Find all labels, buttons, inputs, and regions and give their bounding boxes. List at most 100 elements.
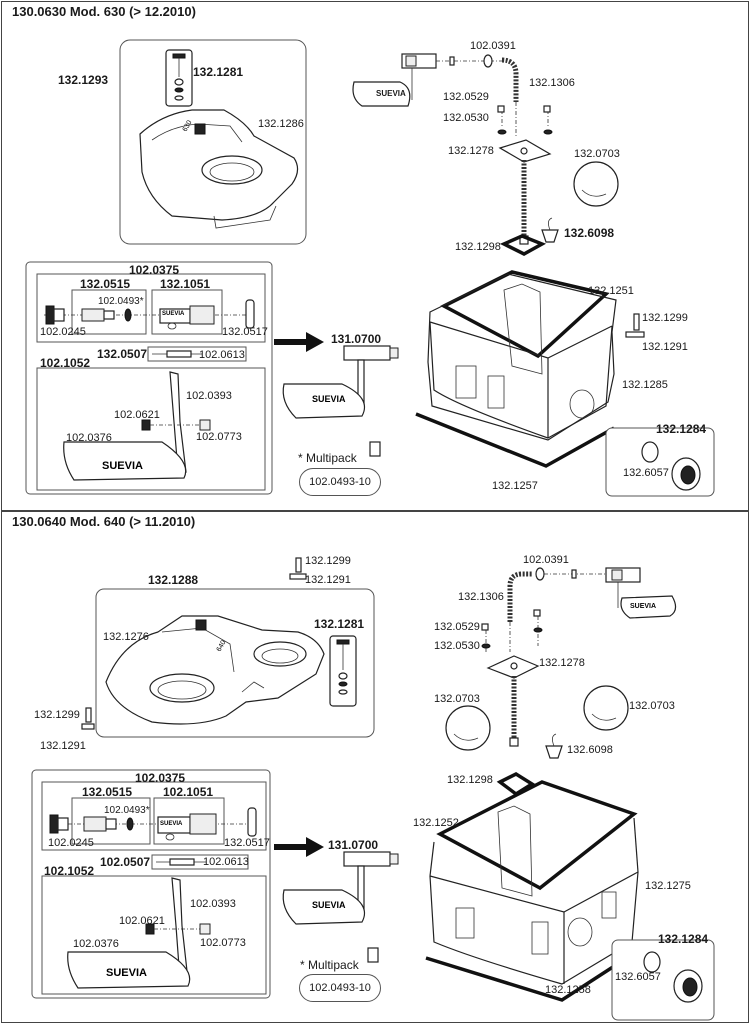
panel-630-drawing: 630 SUEVIA SUEVIA [25,39,715,497]
label-102-0773: 102.0773 [196,431,242,443]
label-132-1285: 132.1285 [622,379,668,391]
label-132-0507: 132.0507 [97,347,148,361]
label-132-1306: 132.1306 [458,591,504,603]
label-132-1276: 132.1276 [103,631,149,643]
label-132-1293: 132.1293 [58,73,109,87]
label-102-0773: 102.0773 [200,937,246,949]
label-132-0703-right: 132.0703 [629,700,675,712]
cover-lid-drawing: 630 [139,109,299,229]
tank-640-drawing [425,780,639,1002]
label-132-0517: 132.0517 [224,837,270,849]
label-102-0375: 102.0375 [129,263,180,277]
panel-mod-630: 630 SUEVIA SUEVIA [1,1,749,511]
label-132-1284: 132.1284 [656,422,707,436]
part-1281-drawing [165,49,193,107]
label-132-1298: 132.1298 [455,241,501,253]
label-132-1275: 132.1275 [645,880,691,892]
valve-0700-drawing: SUEVIA [282,345,399,419]
multipack-icon [369,441,381,457]
p1284-parts [643,951,703,1003]
suevia-small-text: SUEVIA [160,821,183,827]
label-132-1051: 132.1051 [160,277,211,291]
label-132-6098: 132.6098 [567,744,613,756]
multipack-icon [367,947,379,963]
label-132-1291: 132.1291 [642,341,688,353]
label-102-1052: 102.1052 [44,864,95,878]
kit-valve-parts: SUEVIA SUEVIA [49,807,257,989]
label-132-1299-left: 132.1299 [34,709,80,721]
valve-0700-drawing: SUEVIA [282,851,399,925]
label-132-6057: 132.6057 [615,971,661,983]
float-ball [573,161,619,207]
tank-630-drawing [415,270,617,468]
label-102-0507: 102.0507 [100,855,151,869]
label-102-0493: 102.0493* [98,296,144,307]
kit-valve-parts: SUEVIA SUEVIA [44,299,255,481]
label-102-0493: 102.0493* [104,805,150,816]
label-132-1291-top: 132.1291 [305,574,351,586]
label-132-1278: 132.1278 [448,145,494,157]
label-132-0515: 132.0515 [82,785,133,799]
label-131-0700: 131.0700 [328,838,379,852]
label-132-1291-left: 132.1291 [40,740,86,752]
label-132-0530: 132.0530 [443,112,489,124]
label-102-0621: 102.0621 [114,409,160,421]
label-132-0517: 132.0517 [222,326,268,338]
suevia-top-text: SUEVIA [376,89,406,98]
p1284-box [605,427,715,497]
panel-640-drawing: 640 [31,557,715,1021]
label-132-1251: 132.1251 [588,285,634,297]
label-102-0613: 102.0613 [199,349,245,361]
valve-suevia-text: SUEVIA [312,900,346,910]
label-102-0393: 102.0393 [190,898,236,910]
panel-mod-640: 640 [1,511,749,1023]
multipack-label: * Multipack [300,958,359,972]
label-132-6098: 132.6098 [564,226,615,240]
cover-lid-drawing: 640 [105,615,325,725]
label-132-0530: 132.0530 [434,640,480,652]
p1284-parts [641,441,701,491]
label-132-1258: 132.1258 [545,984,591,996]
label-102-1051: 102.1051 [163,785,214,799]
multipack-label: * Multipack [298,451,357,465]
label-132-1252: 132.1252 [413,817,459,829]
part-1281-drawing [329,635,357,707]
label-102-0393: 102.0393 [186,390,232,402]
label-132-0703: 132.0703 [574,148,620,160]
label-102-0613: 102.0613 [203,856,249,868]
label-132-0529: 132.0529 [434,621,480,633]
label-132-1299: 132.1299 [642,312,688,324]
pin-parts-top [289,557,307,580]
label-132-6057: 132.6057 [623,467,669,479]
cover-model-number: 630 [182,119,194,133]
label-102-0391: 102.0391 [470,40,516,52]
top-valve-drawing: SUEVIA [445,567,677,797]
panel-title: 130.0640 Mod. 640 (> 11.2010) [12,514,196,529]
label-131-0700: 131.0700 [331,332,382,346]
suevia-top-text: SUEVIA [630,603,656,610]
label-132-1284: 132.1284 [658,932,709,946]
label-132-1281: 132.1281 [193,65,244,79]
arrow-right [274,332,324,352]
label-102-0376: 102.0376 [73,938,119,950]
label-102-0375: 102.0375 [135,771,186,785]
label-132-1278: 132.1278 [539,657,585,669]
multipack-code: 102.0493-10 [299,974,381,1002]
panel-title: 130.0630 Mod. 630 (> 12.2010) [12,4,196,19]
valve-suevia-text: SUEVIA [312,394,346,404]
multipack-code: 102.0493-10 [299,468,381,496]
top-valve-drawing [352,53,619,256]
label-132-0703-left: 132.0703 [434,693,480,705]
cover-model-number: 640 [216,639,228,653]
label-102-0391: 102.0391 [523,554,569,566]
label-132-1298: 132.1298 [447,774,493,786]
label-132-1281: 132.1281 [314,617,365,631]
label-102-1052: 102.1052 [40,356,91,370]
label-132-1288: 132.1288 [148,573,199,587]
label-132-1286: 132.1286 [258,118,304,130]
suevia-plate-text: SUEVIA [106,967,147,979]
label-102-0621: 102.0621 [119,915,165,927]
label-132-1257: 132.1257 [492,480,538,492]
label-132-1306: 132.1306 [529,77,575,89]
pin-parts-left [81,707,95,730]
